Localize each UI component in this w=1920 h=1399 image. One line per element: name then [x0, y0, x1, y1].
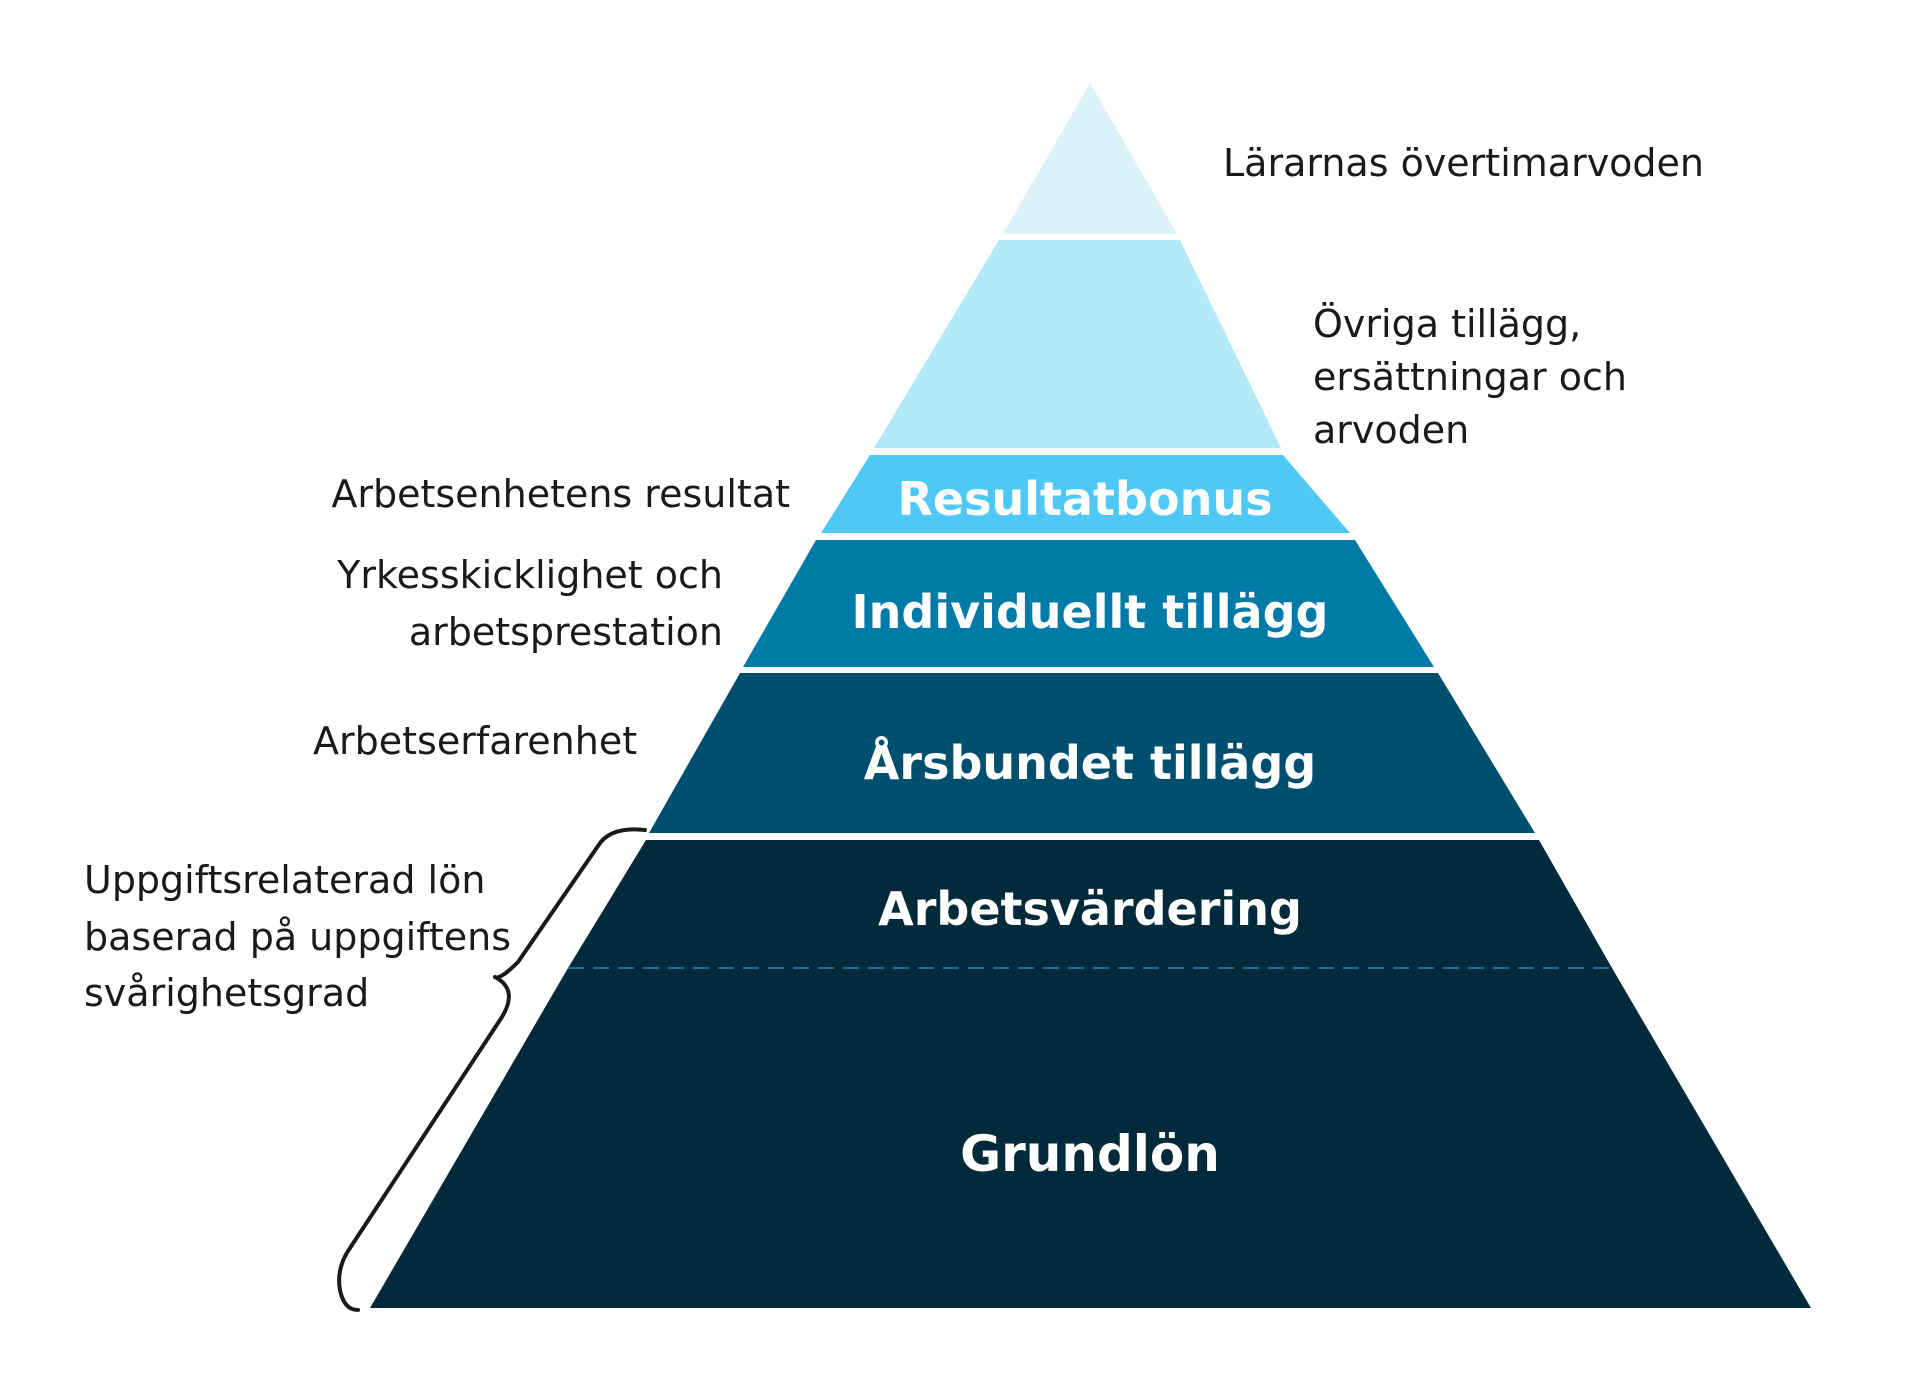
tier-label-individuellt: Individuellt tillägg	[852, 585, 1329, 639]
tier-resultatbonus	[821, 455, 1350, 533]
label-other-line-3: arvoden	[1313, 408, 1469, 452]
tier-other	[874, 240, 1281, 448]
tier-label-grundlon: Grundlön	[960, 1125, 1220, 1183]
label-yrkes-line-1: Yrkesskicklighet och	[336, 553, 723, 597]
label-other-line-2: ersättningar och	[1313, 355, 1627, 399]
curly-bracket	[337, 827, 647, 1312]
tier-grundlon	[370, 968, 1811, 1308]
label-uppgift-line-3: svårighetsgrad	[84, 971, 369, 1015]
tier-label-arsbundet: Årsbundet tillägg	[864, 736, 1316, 790]
label-overtime: Lärarnas övertimarvoden	[1223, 141, 1704, 185]
label-yrkes-line-2: arbetsprestation	[409, 610, 723, 654]
label-resultat: Arbetsenhetens resultat	[331, 472, 790, 516]
tier-individuellt	[743, 540, 1434, 667]
tier-arsbundet	[649, 673, 1535, 833]
tier-label-arbetsvardering: Arbetsvärdering	[878, 882, 1302, 936]
label-uppgift-line-1: Uppgiftsrelaterad lön	[84, 858, 485, 902]
tier-arbetsvardering	[568, 840, 1612, 968]
label-erfarenhet: Arbetserfarenhet	[313, 719, 637, 763]
label-uppgift-line-2: baserad på uppgiftens	[84, 915, 511, 959]
tier-label-resultatbonus: Resultatbonus	[898, 472, 1273, 526]
tier-overtime	[1003, 83, 1177, 234]
label-other-line-1: Övriga tillägg,	[1313, 302, 1581, 346]
